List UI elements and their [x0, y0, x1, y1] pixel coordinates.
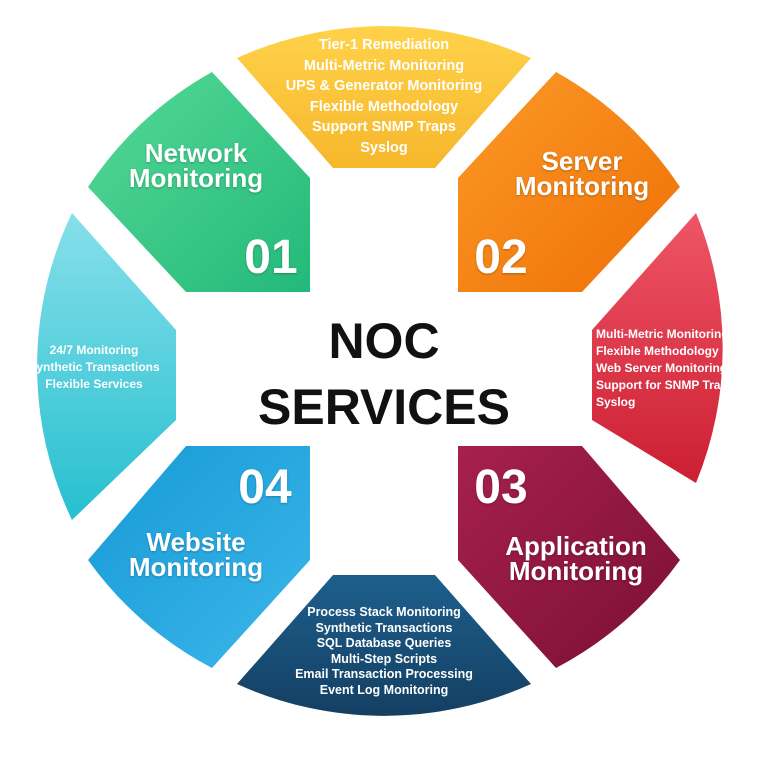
top-segment-list: Tier-1 Remediation Multi-Metric Monitori…: [234, 35, 534, 158]
segment-bottom: [237, 575, 531, 716]
left-segment-list: 24/7 Monitoring Synthetic Transactions F…: [24, 342, 164, 393]
list-item: Support SNMP Traps: [312, 119, 456, 135]
application-number: 03: [474, 461, 528, 514]
bottom-segment-list: Process Stack Monitoring Synthetic Trans…: [264, 605, 504, 699]
segment-application: [458, 446, 680, 668]
list-item: Process Stack Monitoring: [307, 605, 461, 619]
list-item: Flexible Methodology: [596, 344, 719, 358]
list-item: Multi-Metric Monitoring: [303, 57, 465, 74]
list-item: Tier-1 Remediation: [318, 37, 450, 53]
website-monitoring-title: Website Monitoring: [128, 527, 264, 582]
center-title: NOC SERVICES: [234, 308, 534, 440]
segment-website: [88, 446, 310, 668]
segment-left: [37, 213, 176, 520]
network-monitoring-title: Network Monitoring: [128, 138, 264, 193]
list-item: Support for SNMP Traps: [596, 378, 735, 392]
list-item: Syslog: [596, 395, 636, 409]
center-title-line1: NOC: [328, 313, 440, 369]
application-monitoring-title: Application Monitoring: [505, 531, 647, 586]
list-item: Multi-Step Scripts: [330, 651, 438, 666]
list-item: Flexible Methodology: [309, 98, 459, 115]
list-item: Web Server Monitoring: [596, 361, 728, 375]
segment-network: [88, 72, 310, 292]
list-item: UPS & Generator Monitoring: [285, 78, 483, 94]
list-item: Email Transaction Processing: [295, 667, 473, 682]
center-title-line2: SERVICES: [258, 379, 510, 435]
list-item: SQL Database Queries: [316, 636, 452, 651]
website-number: 04: [238, 461, 292, 514]
list-item: Synthetic Transactions: [315, 620, 453, 635]
server-number: 02: [474, 231, 528, 284]
segment-server: [458, 72, 680, 292]
right-segment-list: Multi-Metric Monitoring Flexible Methodo…: [596, 326, 746, 411]
list-item: 24/7 Monitoring: [49, 343, 139, 357]
segment-top: [237, 26, 531, 168]
list-item: Multi-Metric Monitoring: [596, 327, 729, 341]
segment-right: [592, 213, 723, 483]
list-item: Flexible Services: [45, 377, 143, 391]
server-monitoring-title: Server Monitoring: [514, 146, 650, 201]
list-item: Syslog: [360, 139, 408, 156]
list-item: Synthetic Transactions: [28, 360, 160, 374]
list-item: Event Log Monitoring: [319, 682, 449, 697]
network-number: 01: [244, 231, 298, 284]
